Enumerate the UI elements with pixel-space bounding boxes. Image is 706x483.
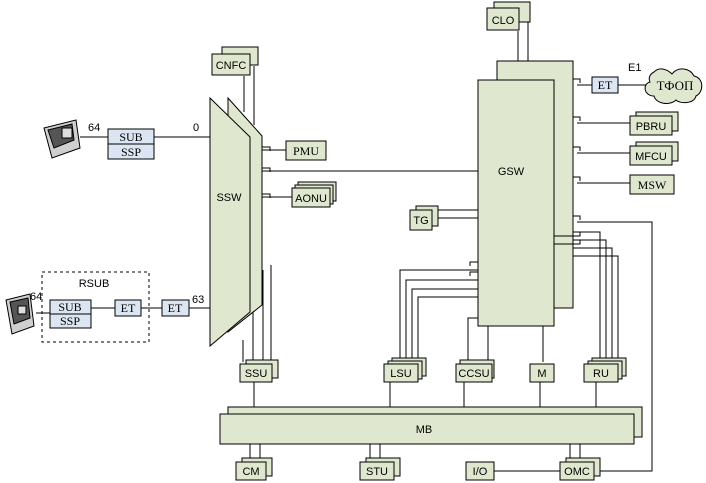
mfcu-block[interactable]: MFCU (629, 141, 679, 166)
ru-label: RU (593, 368, 609, 380)
cnfc-label: CNFC (216, 60, 247, 72)
et-remote-block[interactable]: ET (114, 299, 142, 317)
rsub-group[interactable]: RSUB (41, 271, 150, 343)
pstn-cloud[interactable]: ТФОП (644, 68, 703, 104)
sub-ssp-bottom[interactable]: SUB SSP (49, 299, 92, 329)
gsw-label: GSW (498, 166, 525, 178)
m-block[interactable]: M (529, 363, 555, 383)
clo-label: CLO (492, 15, 515, 27)
mfcu-label: MFCU (635, 151, 667, 163)
stu-label: STU (366, 466, 388, 478)
lsu-block[interactable]: LSU (383, 357, 427, 383)
gsw-block[interactable]: GSW (469, 60, 581, 327)
msw-block[interactable]: MSW (629, 174, 675, 195)
ru-block[interactable]: RU (583, 357, 627, 383)
et-remote-label: ET (121, 301, 136, 315)
telephone-icon-top (43, 119, 81, 159)
ssu-label: SSU (245, 368, 268, 380)
pstn-label: ТФОП (657, 78, 694, 93)
omc-label: OMC (564, 466, 590, 478)
mb-label: MB (416, 424, 433, 436)
mb-bus[interactable]: MB (219, 406, 643, 445)
m-label: M (537, 368, 546, 380)
ssw-label: SSW (216, 192, 242, 204)
ssu-block[interactable]: SSU (239, 359, 279, 383)
tg-label: TG (413, 215, 428, 227)
stu-block[interactable]: STU (359, 457, 401, 481)
et-local-block[interactable]: ET (161, 299, 190, 317)
aonu-label: AONU (295, 193, 327, 205)
telephone-icon-bottom (5, 293, 35, 335)
sub-bottom-label: SUB (58, 300, 81, 314)
port-64-top: 64 (88, 122, 100, 134)
io-block[interactable]: I/O (465, 461, 495, 481)
cm-block[interactable]: CM (235, 457, 273, 481)
msw-label: MSW (638, 178, 667, 192)
clo-block[interactable]: CLO (486, 1, 531, 31)
rsub-label: RSUB (79, 278, 110, 290)
lsu-label: LSU (390, 368, 411, 380)
pbru-block[interactable]: PBRU (629, 111, 679, 136)
ssp-top-label: SSP (121, 145, 141, 159)
ssp-bottom-label: SSP (60, 314, 80, 328)
ccsu-block[interactable]: CCSU (455, 359, 495, 383)
port-63: 63 (192, 294, 204, 306)
et-top-label: ET (598, 78, 613, 92)
port-0: 0 (193, 122, 199, 134)
et-local-label: ET (168, 301, 183, 315)
io-label: I/O (473, 466, 488, 478)
cnfc-block[interactable]: CNFC (211, 46, 259, 76)
et-top-block[interactable]: ET (591, 76, 619, 94)
pmu-label: PMU (293, 144, 319, 158)
tg-block[interactable]: TG (409, 205, 439, 231)
pbru-label: PBRU (636, 121, 667, 133)
e1-label: E1 (628, 62, 641, 74)
port-64-bottom: 64 (30, 291, 42, 303)
ssw-block[interactable]: SSW (209, 96, 271, 348)
sub-top-label: SUB (119, 130, 142, 144)
pmu-block[interactable]: PMU (285, 140, 327, 161)
omc-block[interactable]: OMC (559, 457, 601, 481)
sub-ssp-top[interactable]: SUB SSP (107, 128, 155, 160)
cm-label: CM (242, 466, 259, 478)
ccsu-label: CCSU (458, 368, 489, 380)
aonu-block[interactable]: AONU (291, 181, 337, 208)
